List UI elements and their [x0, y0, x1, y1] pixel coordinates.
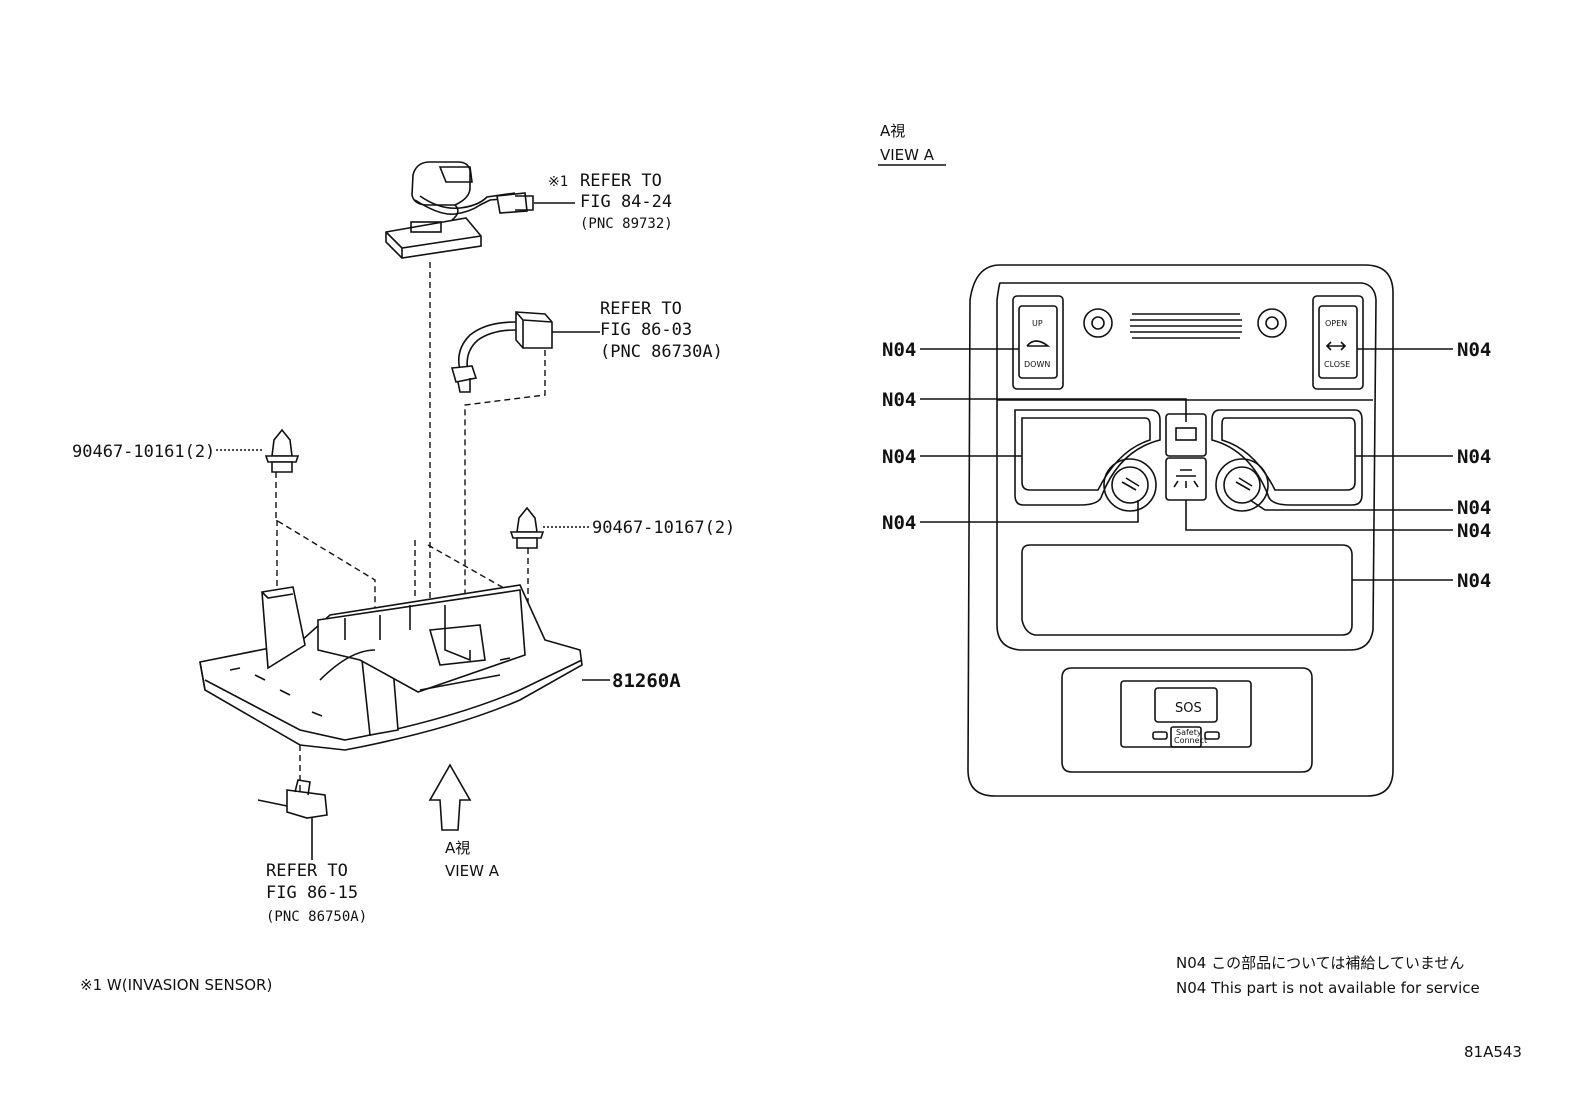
wire-harness — [450, 311, 600, 393]
ref-harness-line1: REFER TO — [600, 299, 682, 319]
callout-n04-left-2: N04 — [882, 389, 916, 411]
open-close-icon — [1325, 341, 1347, 351]
sos-label: SOS — [1175, 701, 1202, 716]
note-jp: N04 この部品については補給していません — [1176, 954, 1464, 972]
ref-lamp-line2: FIG 86-15 — [266, 883, 358, 903]
lamp-switch-right-icon — [1235, 477, 1253, 491]
view-a-arrow — [428, 763, 472, 831]
storage-lid — [1021, 544, 1353, 636]
console-front-view: UP DOWN OPEN CLOSE — [967, 264, 1394, 797]
microphone-left — [1083, 308, 1113, 338]
callout-n04-left-1: N04 — [882, 339, 916, 361]
console-housing — [199, 584, 610, 751]
sunroof-switch-left — [1012, 295, 1064, 390]
ref-sensor-line3: (PNC 89732) — [580, 216, 673, 232]
callout-n04-right-5: N04 — [1457, 570, 1491, 592]
sunroof-icon — [1026, 340, 1051, 347]
indicator-left — [1152, 731, 1168, 740]
door-icon — [1175, 427, 1197, 441]
view-title-en: VIEW A — [880, 146, 935, 164]
microphone-right — [1257, 308, 1287, 338]
callout-leaders — [920, 348, 1453, 581]
footnote: ※1 W(INVASION SENSOR) — [80, 976, 272, 994]
switch-right-bottom: CLOSE — [1324, 360, 1350, 369]
safety-connect-logo — [1170, 726, 1202, 748]
ref-lamp-line3: (PNC 86750A) — [266, 909, 367, 925]
clip-90467-10167 — [509, 506, 590, 549]
ref-harness-line2: FIG 86-03 — [600, 320, 692, 340]
callout-n04-right-2: N04 — [1457, 446, 1491, 468]
clip-90467-10161 — [216, 428, 300, 473]
ref-harness-line3: (PNC 86730A) — [600, 342, 723, 362]
callout-n04-right-3: N04 — [1457, 497, 1491, 519]
safety-connect-line1: Safety — [1176, 728, 1202, 737]
lamp-switch-left-icon — [1121, 477, 1140, 491]
callout-n04-left-3: N04 — [882, 446, 916, 468]
callout-n04-right-1: N04 — [1457, 339, 1491, 361]
speaker-grille — [1130, 313, 1242, 339]
clip-b-label: 90467-10167(2) — [592, 518, 735, 538]
lamp-switch-right — [1215, 458, 1269, 512]
exploded-view — [199, 161, 610, 860]
indicator-right — [1204, 731, 1220, 740]
clip-a-label: 90467-10161(2) — [72, 442, 215, 462]
safety-connect-line2: Connect — [1174, 736, 1207, 745]
switch-right-top: OPEN — [1325, 319, 1347, 328]
intrusion-sensor — [385, 161, 575, 259]
callout-n04-left-4: N04 — [882, 512, 916, 534]
arrow-label-jp: A視 — [445, 839, 470, 857]
room-lamp-icon — [1173, 469, 1199, 488]
sos-button — [1154, 687, 1218, 723]
ref-lamp-line1: REFER TO — [266, 861, 348, 881]
assembly-lines — [275, 262, 546, 800]
sos-panel — [1061, 667, 1313, 773]
switch-left-bottom: DOWN — [1024, 360, 1050, 369]
ref-mark-1: ※1 — [548, 174, 568, 190]
map-lamp — [257, 779, 328, 860]
figure-code: 81A543 — [1464, 1043, 1522, 1061]
sunroof-switch-right — [1312, 295, 1364, 390]
main-part-label: 81260A — [612, 670, 681, 692]
switch-left-top: UP — [1032, 319, 1043, 328]
ref-sensor-line2: FIG 84-24 — [580, 192, 672, 212]
lamp-lens-right — [1211, 409, 1363, 506]
callout-n04-right-4: N04 — [1457, 520, 1491, 542]
view-title-jp: A視 — [880, 122, 905, 140]
arrow-label-en: VIEW A — [445, 862, 500, 880]
lamp-lens-left — [1014, 409, 1161, 506]
lamp-switch-left — [1103, 458, 1157, 512]
ref-sensor-line1: REFER TO — [580, 171, 662, 191]
note-en: N04 This part is not available for servi… — [1176, 979, 1480, 997]
room-lamp-switch — [1165, 457, 1207, 501]
